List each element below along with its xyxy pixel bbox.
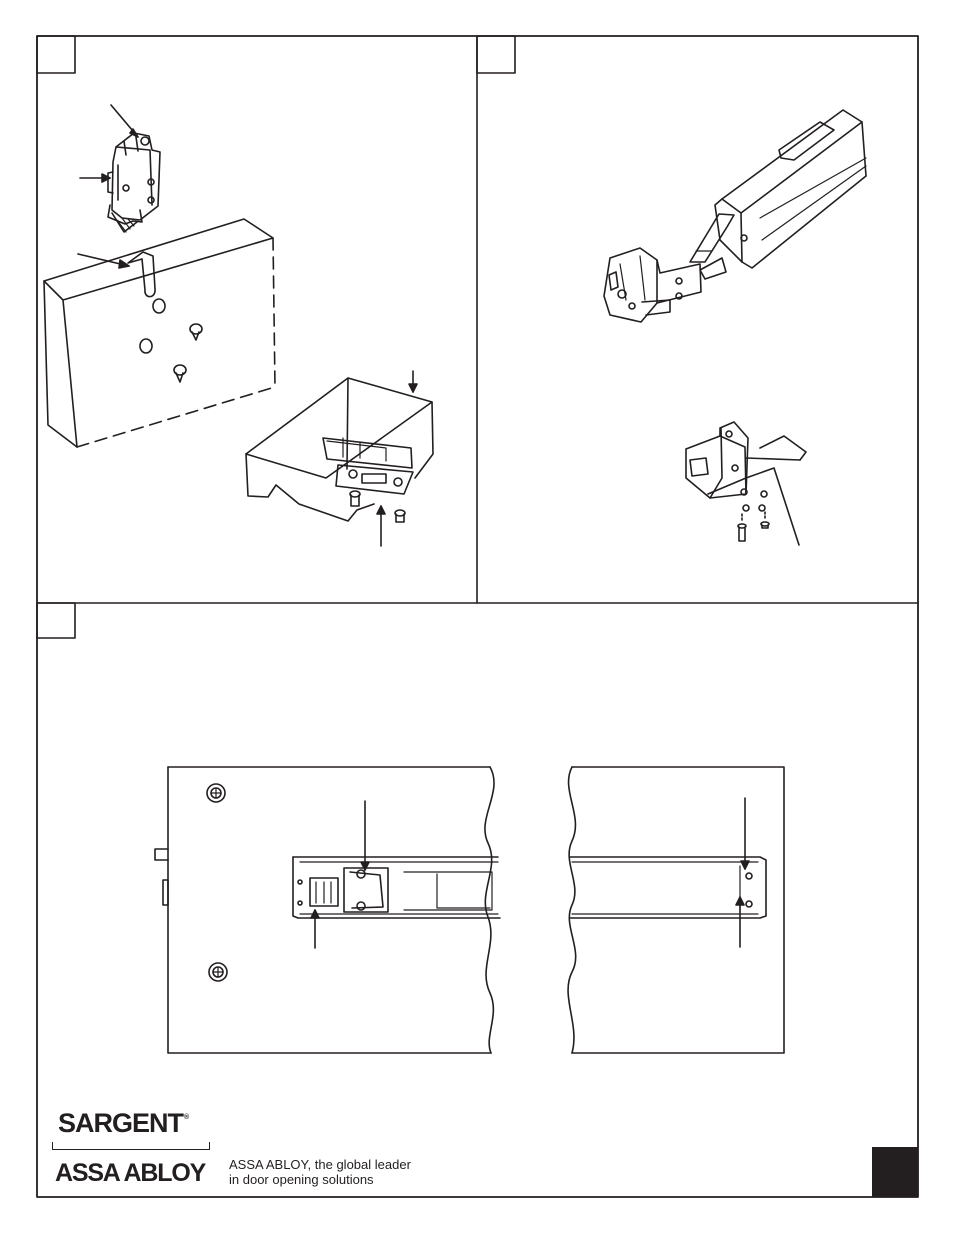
- screw-icon: [395, 510, 405, 522]
- tagline: ASSA ABLOY, the global leader in door op…: [229, 1157, 429, 1187]
- arrow-icon: [311, 910, 319, 918]
- sargent-logo-text: SARGENT: [58, 1108, 183, 1138]
- right-door-view: [568, 767, 784, 1053]
- left-door-view: [155, 767, 500, 1053]
- registered-mark: ®: [184, 1114, 188, 1121]
- arrow-icon: [741, 861, 749, 869]
- arrow-icon: [377, 506, 385, 514]
- arrow-icon: [409, 384, 417, 392]
- logo-divider-right: [209, 1142, 210, 1150]
- step-box-a: [37, 36, 75, 73]
- step-box-b: [477, 36, 515, 73]
- door-edge-block: [44, 219, 275, 447]
- screw-icon: [738, 514, 746, 541]
- tagline-line-1: ASSA ABLOY, the global leader: [229, 1157, 429, 1172]
- page-tab: [872, 1147, 918, 1197]
- logo-divider-left: [52, 1142, 53, 1150]
- sargent-logo: SARGENT®: [58, 1108, 188, 1139]
- assa-abloy-logo: ASSA ABLOY: [55, 1159, 205, 1188]
- logo-divider: [52, 1149, 210, 1150]
- strike-bracket: [246, 378, 433, 521]
- tagline-line-2: in door opening solutions: [229, 1172, 429, 1187]
- arrow-icon: [119, 260, 129, 268]
- step-box-c: [37, 603, 75, 638]
- screw-icon: [350, 491, 360, 506]
- rail-assembly: [604, 110, 866, 322]
- screw-icon: [761, 512, 769, 528]
- arrow-icon: [736, 897, 744, 905]
- latch-component: [108, 133, 160, 232]
